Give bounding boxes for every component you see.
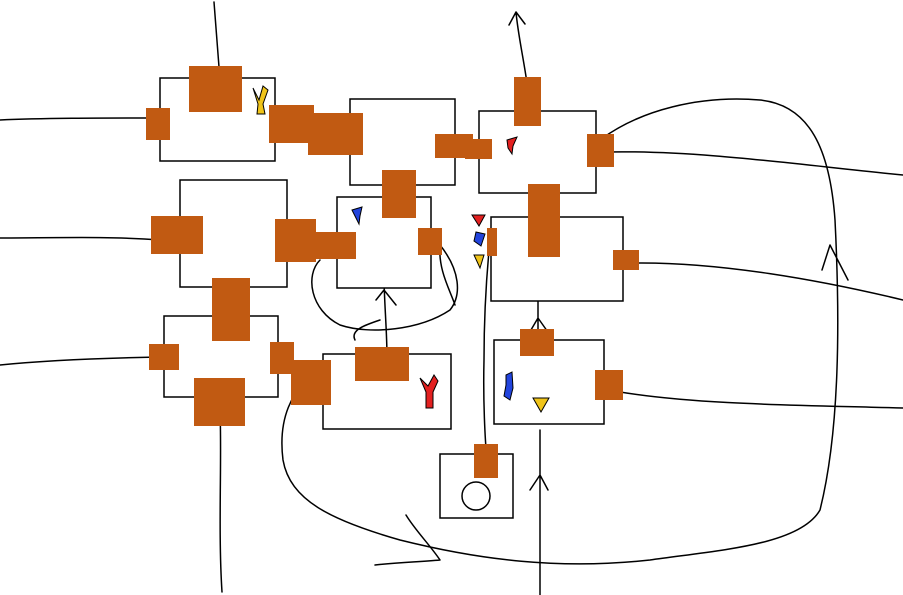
path-loop-left bbox=[311, 244, 459, 331]
path-right-middle bbox=[634, 262, 903, 301]
door bbox=[310, 232, 356, 259]
door bbox=[151, 216, 203, 254]
path-right-lower bbox=[619, 391, 903, 409]
door bbox=[291, 360, 331, 405]
start-circle-icon bbox=[461, 481, 491, 511]
door bbox=[520, 329, 554, 356]
door bbox=[595, 370, 623, 400]
yellow-triangle-icon bbox=[473, 254, 485, 270]
door bbox=[212, 278, 250, 341]
door bbox=[194, 378, 245, 426]
blue-triangle-icon bbox=[473, 231, 486, 247]
path-bottom-right-arrow bbox=[529, 429, 549, 595]
door bbox=[613, 250, 639, 270]
door bbox=[382, 170, 416, 218]
door bbox=[355, 347, 409, 381]
door bbox=[528, 184, 560, 257]
yellow-triangle-icon bbox=[532, 397, 550, 414]
path-bottom-center bbox=[374, 514, 441, 566]
blue-figure-icon bbox=[503, 371, 514, 401]
door bbox=[275, 219, 316, 262]
path-loop-right bbox=[281, 98, 849, 565]
door bbox=[474, 444, 498, 478]
path-left-lower bbox=[0, 356, 161, 366]
path-small-loop bbox=[353, 319, 381, 341]
path-center-vertical bbox=[482, 239, 491, 461]
path-left-middle bbox=[0, 236, 161, 241]
path-right-upper bbox=[604, 151, 903, 176]
door bbox=[308, 113, 363, 155]
path-left-upper bbox=[0, 117, 159, 121]
door bbox=[149, 344, 179, 370]
door bbox=[418, 228, 442, 255]
yellow-figure-icon bbox=[252, 85, 269, 115]
large-red-figure-icon bbox=[419, 374, 439, 409]
door bbox=[269, 105, 314, 143]
door bbox=[146, 108, 170, 140]
path-bottom-left bbox=[219, 409, 223, 593]
markers bbox=[252, 85, 550, 511]
door bbox=[189, 66, 242, 112]
red-triangle-icon bbox=[471, 214, 486, 227]
blue-figure-icon bbox=[351, 206, 363, 226]
door bbox=[587, 134, 614, 167]
door bbox=[487, 228, 497, 256]
door bbox=[465, 139, 492, 159]
door bbox=[270, 342, 294, 374]
doors bbox=[146, 66, 639, 478]
door bbox=[514, 77, 541, 126]
red-figure-icon bbox=[506, 136, 518, 156]
